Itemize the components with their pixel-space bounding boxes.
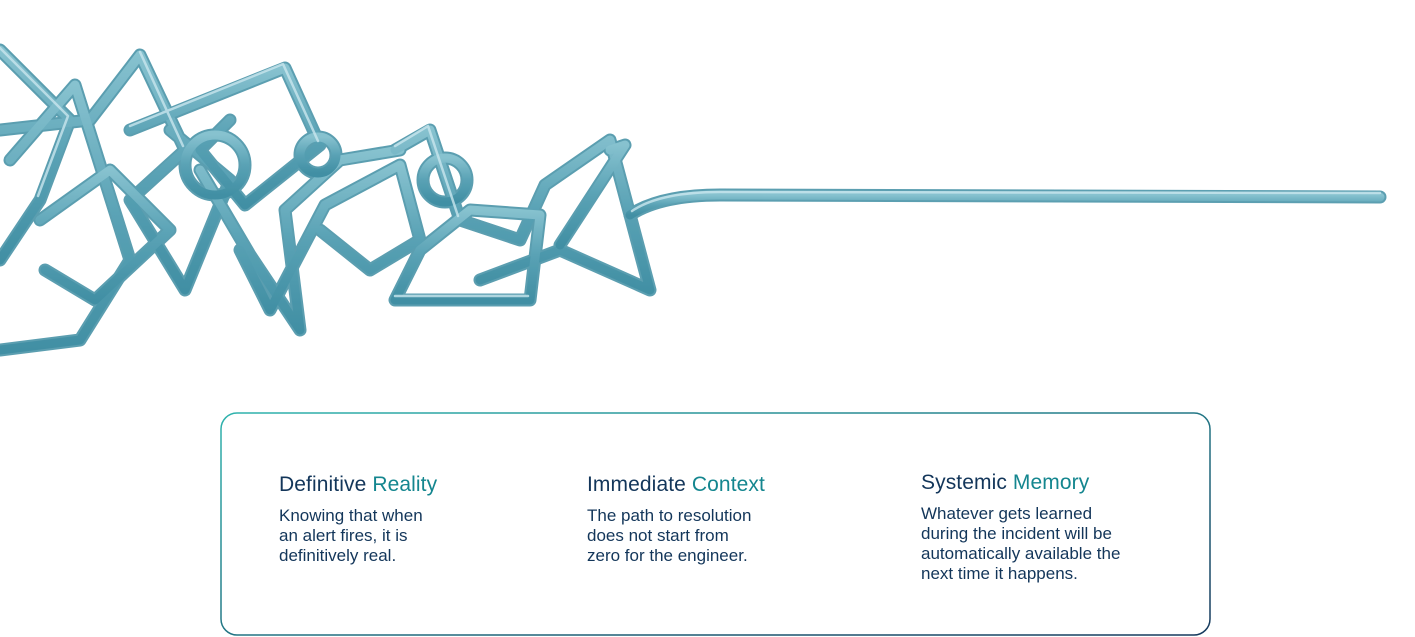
feature-title-accent: Memory [1012,471,1090,494]
feature-description-line: next time it happens. [921,564,1078,583]
feature-title-accent: Reality [372,473,438,496]
feature-title-primary: Immediate [587,473,686,496]
feature-description-line: Knowing that when [279,506,423,525]
feature-definitive-reality: Definitive Reality Knowing that when an … [279,472,479,566]
feature-description-line: The path to resolution [587,506,752,525]
feature-description-line: definitively real. [279,546,397,565]
feature-title: Immediate Context [587,472,797,498]
feature-title: Systemic Memory [921,470,1171,496]
feature-description: Knowing that when an alert fires, it is … [279,506,479,566]
feature-systemic-memory: Systemic Memory Whatever gets learned du… [921,470,1171,584]
feature-title-primary: Definitive [279,473,367,496]
feature-title: Definitive Reality [279,472,479,498]
feature-description-line: during the incident will be [921,524,1112,543]
feature-title-accent: Context [691,473,765,496]
feature-title-primary: Systemic [921,471,1007,494]
feature-description: Whatever gets learned during the inciden… [921,504,1171,584]
feature-description-line: Whatever gets learned [921,504,1093,523]
feature-immediate-context: Immediate Context The path to resolution… [587,472,797,566]
feature-description-line: does not start from [587,526,729,545]
feature-description: The path to resolution does not start fr… [587,506,797,566]
features-card [220,412,1211,636]
tangled-tube-illustration [0,43,1387,357]
feature-description-line: zero for the engineer. [587,546,748,565]
feature-description-line: an alert fires, it is [279,526,408,545]
feature-description-line: automatically available the [921,544,1121,563]
